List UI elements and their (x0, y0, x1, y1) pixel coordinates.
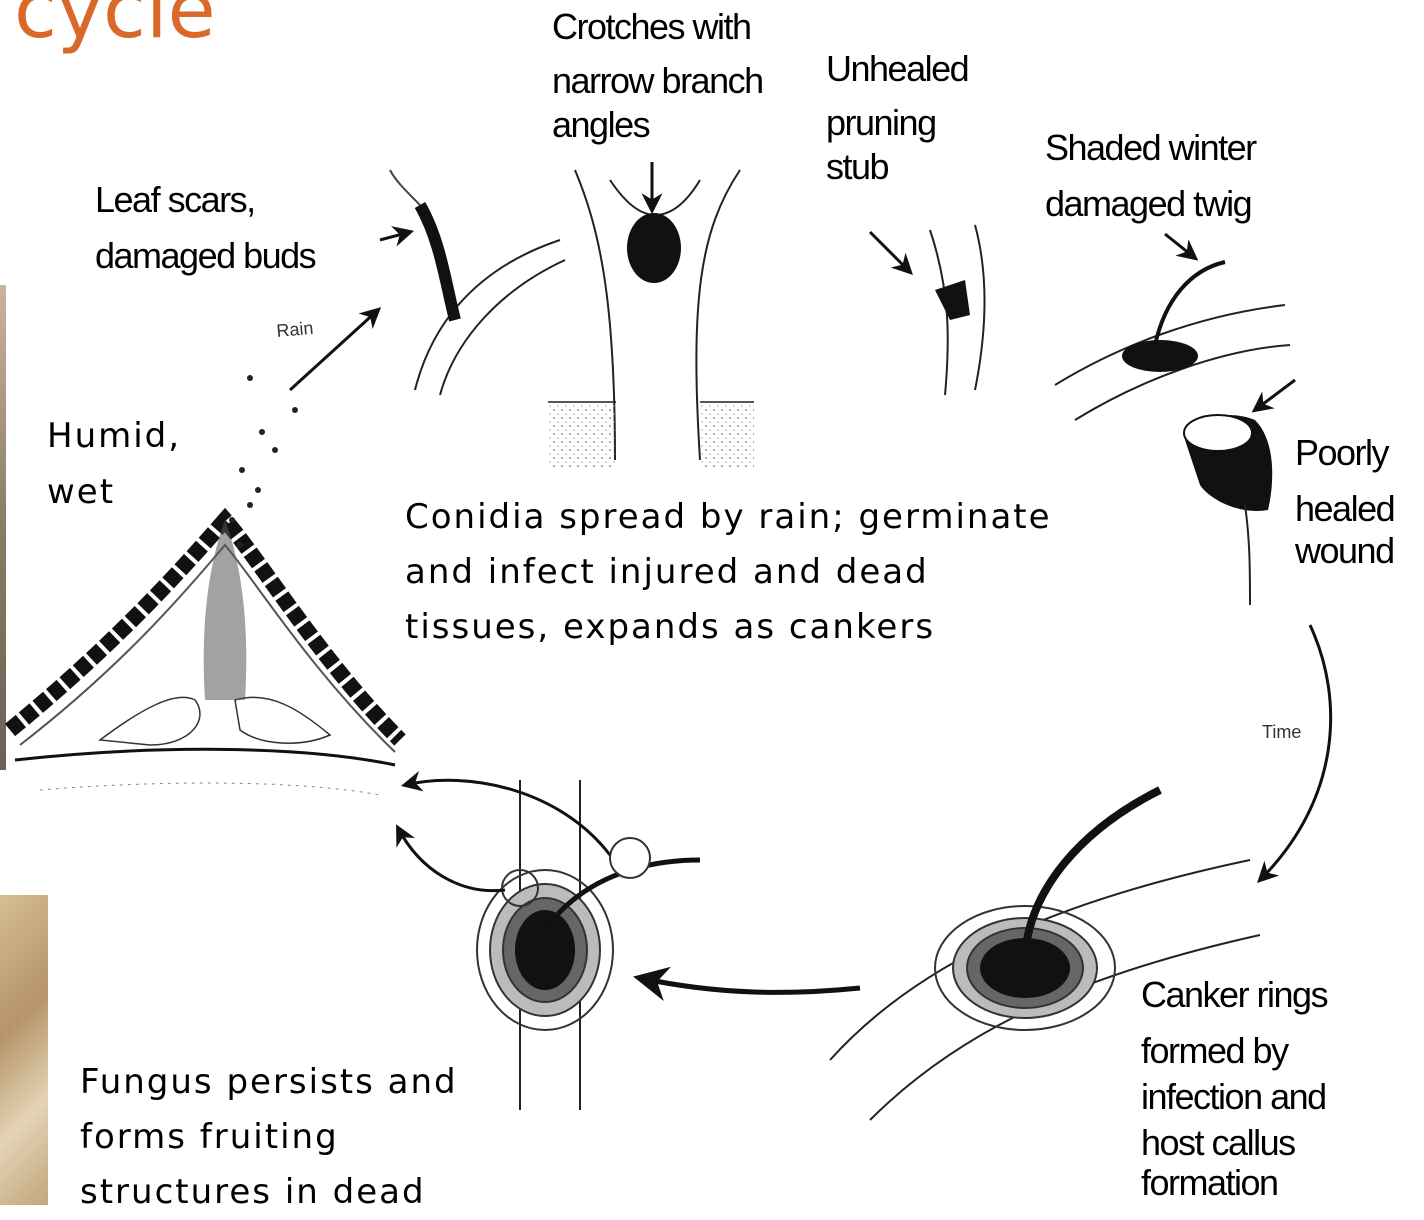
label-canker-line-3: infection and (1141, 1074, 1327, 1120)
label-shaded-line-2: damaged twig (1045, 176, 1256, 232)
label-humid-wet: Humid, wet (47, 408, 181, 520)
label-crotches-line-1: Crotches with (552, 0, 763, 54)
label-humid-line-1: Humid, (47, 408, 181, 464)
label-leaf-scars-line-1: Leaf scars, (95, 172, 315, 228)
label-fungus-line-1: Fungus persists and (80, 1055, 458, 1110)
label-conidia-line-2: and infect injured and dead (405, 545, 1052, 600)
crotch-drawing (548, 162, 754, 467)
label-shaded-line-1: Shaded winter (1045, 120, 1256, 176)
shaded-twig-drawing (1055, 234, 1290, 420)
wound-drawing (1184, 380, 1295, 605)
label-poorly-line-1: Poorly (1295, 428, 1394, 478)
time-arrow-label: Time (1262, 722, 1301, 742)
label-leaf-scars-line-2: damaged buds (95, 228, 315, 284)
label-canker-line-1: Canker rings (1141, 972, 1327, 1018)
label-leaf-scars: Leaf scars, damaged buds (95, 172, 315, 284)
label-fungus-persists: Fungus persists and forms fruiting struc… (80, 1055, 458, 1220)
label-conidia: Conidia spread by rain; germinate and in… (405, 490, 1052, 655)
time-arrow: Time (1260, 625, 1331, 880)
label-poorly-line-3: wound (1295, 526, 1394, 576)
leaf-scar-twig-drawing (380, 170, 565, 395)
label-humid-line-2: wet (47, 464, 181, 520)
pruning-stub-drawing (870, 225, 984, 395)
label-crotches: Crotches with narrow branch angles (552, 0, 763, 152)
label-poorly-healed: Poorly healed wound (1295, 428, 1394, 576)
label-conidia-line-1: Conidia spread by rain; germinate (405, 490, 1052, 545)
label-shaded-twig: Shaded winter damaged twig (1045, 120, 1256, 232)
label-conidia-line-3: tissues, expands as cankers (405, 600, 1052, 655)
label-canker-line-2: formed by (1141, 1028, 1327, 1074)
label-canker-line-5: formation (1141, 1160, 1327, 1206)
label-fungus-line-3: structures in dead (80, 1165, 458, 1220)
label-unhealed-line-1: Unhealed (826, 42, 968, 96)
fruiting-branch-drawing (398, 780, 860, 1110)
label-canker-rings: Canker rings formed by infection and hos… (1141, 972, 1327, 1206)
rain-arrow: Rain (276, 310, 378, 390)
label-fungus-line-2: forms fruiting (80, 1110, 458, 1165)
label-unhealed-stub: Unhealed pruning stub (826, 42, 968, 194)
rain-arrow-label: Rain (276, 318, 315, 341)
